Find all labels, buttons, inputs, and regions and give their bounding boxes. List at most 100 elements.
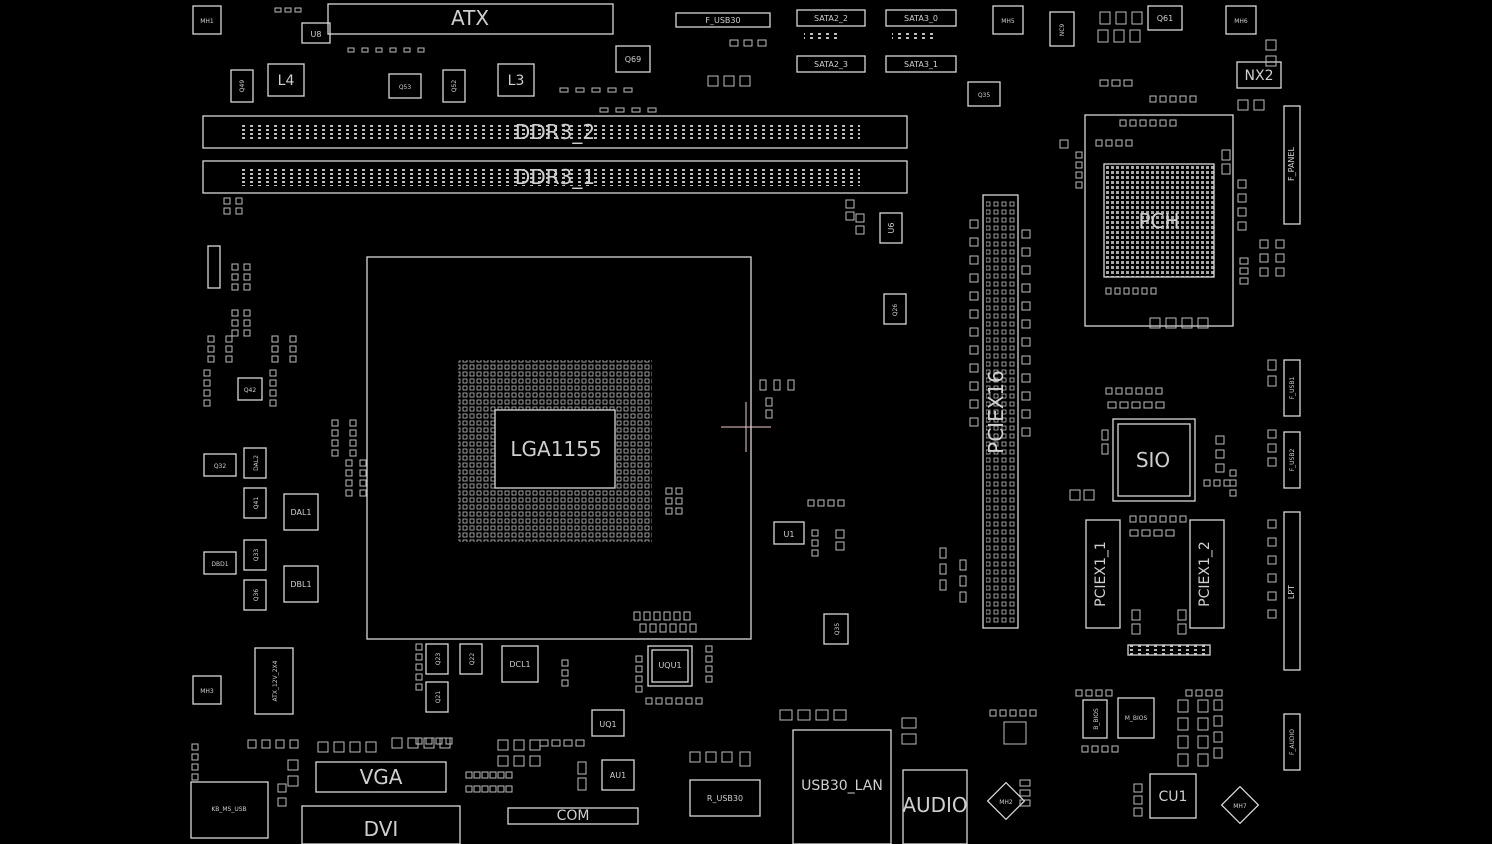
svg-text:Q35: Q35: [978, 92, 991, 99]
svg-text:MH1: MH1: [200, 18, 214, 25]
passive-component: [779, 709, 793, 721]
passive-component: [855, 213, 865, 223]
passive-component: [1139, 515, 1147, 523]
passive-component: [561, 669, 569, 677]
passive-component: [561, 679, 569, 687]
passive-component: [1237, 221, 1247, 231]
passive-component: [243, 283, 251, 291]
passive-component: [1083, 489, 1095, 501]
svg-text:Q32: Q32: [214, 463, 227, 470]
svg-text:DCL1: DCL1: [509, 660, 530, 669]
passive-component: [505, 771, 513, 779]
passive-component: [513, 755, 525, 767]
passive-component: [435, 737, 443, 745]
passive-component: [1105, 689, 1113, 697]
passive-component: [359, 479, 367, 487]
passive-component: [331, 429, 339, 437]
passive-component: [1155, 387, 1163, 395]
passive-component: [207, 345, 215, 353]
svg-text:PCIEX16: PCIEX16: [984, 370, 1008, 454]
svg-text:UQ1: UQ1: [599, 720, 616, 729]
mounting-hole-mh5: MH5: [992, 5, 1024, 35]
passive-component: [1215, 689, 1223, 697]
passive-component: [1159, 515, 1167, 523]
passive-component: [1267, 375, 1277, 387]
passive-component: [835, 541, 845, 551]
q33-chip: Q33: [243, 539, 267, 571]
usb30-lan-port: USB30_LAN: [792, 729, 892, 844]
passive-component: [1115, 387, 1123, 395]
passive-component: [1132, 287, 1139, 295]
f-usb1-header: F_USB1: [1283, 359, 1301, 417]
passive-component: [1229, 489, 1237, 497]
passive-component: [269, 399, 277, 407]
passive-component: [225, 345, 233, 353]
passive-component: [439, 737, 451, 749]
passive-component: [1003, 721, 1027, 745]
passive-component: [287, 759, 299, 771]
passive-component: [223, 197, 231, 205]
passive-component: [289, 335, 297, 343]
passive-component: [1099, 11, 1111, 25]
passive-component: [1129, 29, 1141, 43]
passive-component: [673, 611, 681, 621]
passive-component: [1119, 401, 1129, 409]
passive-component: [505, 785, 513, 793]
passive-component: [243, 309, 251, 317]
passive-component: [647, 107, 657, 113]
passive-component: [1275, 253, 1285, 263]
q52-chip: Q52: [442, 69, 466, 103]
passive-component: [615, 107, 625, 113]
passive-component: [1213, 479, 1221, 487]
q41-chip: Q41: [243, 487, 267, 519]
passive-component: [289, 355, 297, 363]
passive-component: [1237, 193, 1247, 203]
passive-component: [203, 389, 211, 397]
passive-component: [1021, 391, 1031, 401]
passive-component: [577, 761, 587, 775]
mounting-hole-mh6: MH6: [1225, 5, 1257, 35]
passive-component: [1019, 789, 1031, 797]
svg-text:MH3: MH3: [200, 688, 214, 695]
passive-component: [243, 263, 251, 271]
passive-component: [679, 623, 687, 633]
passive-component: [235, 197, 243, 205]
svg-text:SIO: SIO: [1136, 448, 1170, 472]
passive-component: [1101, 745, 1109, 753]
passive-component: [575, 87, 585, 93]
passive-component: [653, 611, 661, 621]
mounting-hole-mh7: MH7: [1220, 785, 1260, 825]
passive-component: [1081, 745, 1089, 753]
passive-component: [1059, 139, 1069, 149]
passive-component: [939, 579, 947, 591]
passive-component: [835, 529, 845, 539]
svg-text:Q35: Q35: [834, 623, 841, 636]
passive-component: [939, 563, 947, 575]
passive-component: [659, 623, 667, 633]
dbl1-chip: DBL1: [283, 565, 319, 603]
passive-component: [1075, 151, 1083, 159]
passive-component: [969, 237, 979, 247]
q49-chip: Q49: [230, 69, 254, 103]
svg-text:Q61: Q61: [1157, 14, 1173, 23]
q21-chip: Q21: [425, 681, 449, 713]
passive-component: [1099, 79, 1109, 87]
passive-component: [969, 327, 979, 337]
inductor-l3: L3: [497, 63, 535, 97]
passive-component: [1215, 435, 1225, 445]
passive-component: [294, 7, 302, 13]
passive-component: [489, 785, 497, 793]
passive-component: [1197, 717, 1209, 731]
svg-text:DVI: DVI: [364, 817, 399, 841]
passive-component: [689, 751, 701, 763]
svg-text:Q26: Q26: [892, 304, 899, 317]
passive-component: [1239, 267, 1249, 275]
passive-component: [969, 309, 979, 319]
passive-component: [207, 355, 215, 363]
svg-text:L4: L4: [278, 73, 295, 89]
svg-text:SATA3_0: SATA3_0: [904, 14, 938, 23]
passive-component: [243, 273, 251, 281]
passive-component: [989, 709, 997, 717]
passive-component: [349, 741, 361, 753]
passive-component: [203, 399, 211, 407]
